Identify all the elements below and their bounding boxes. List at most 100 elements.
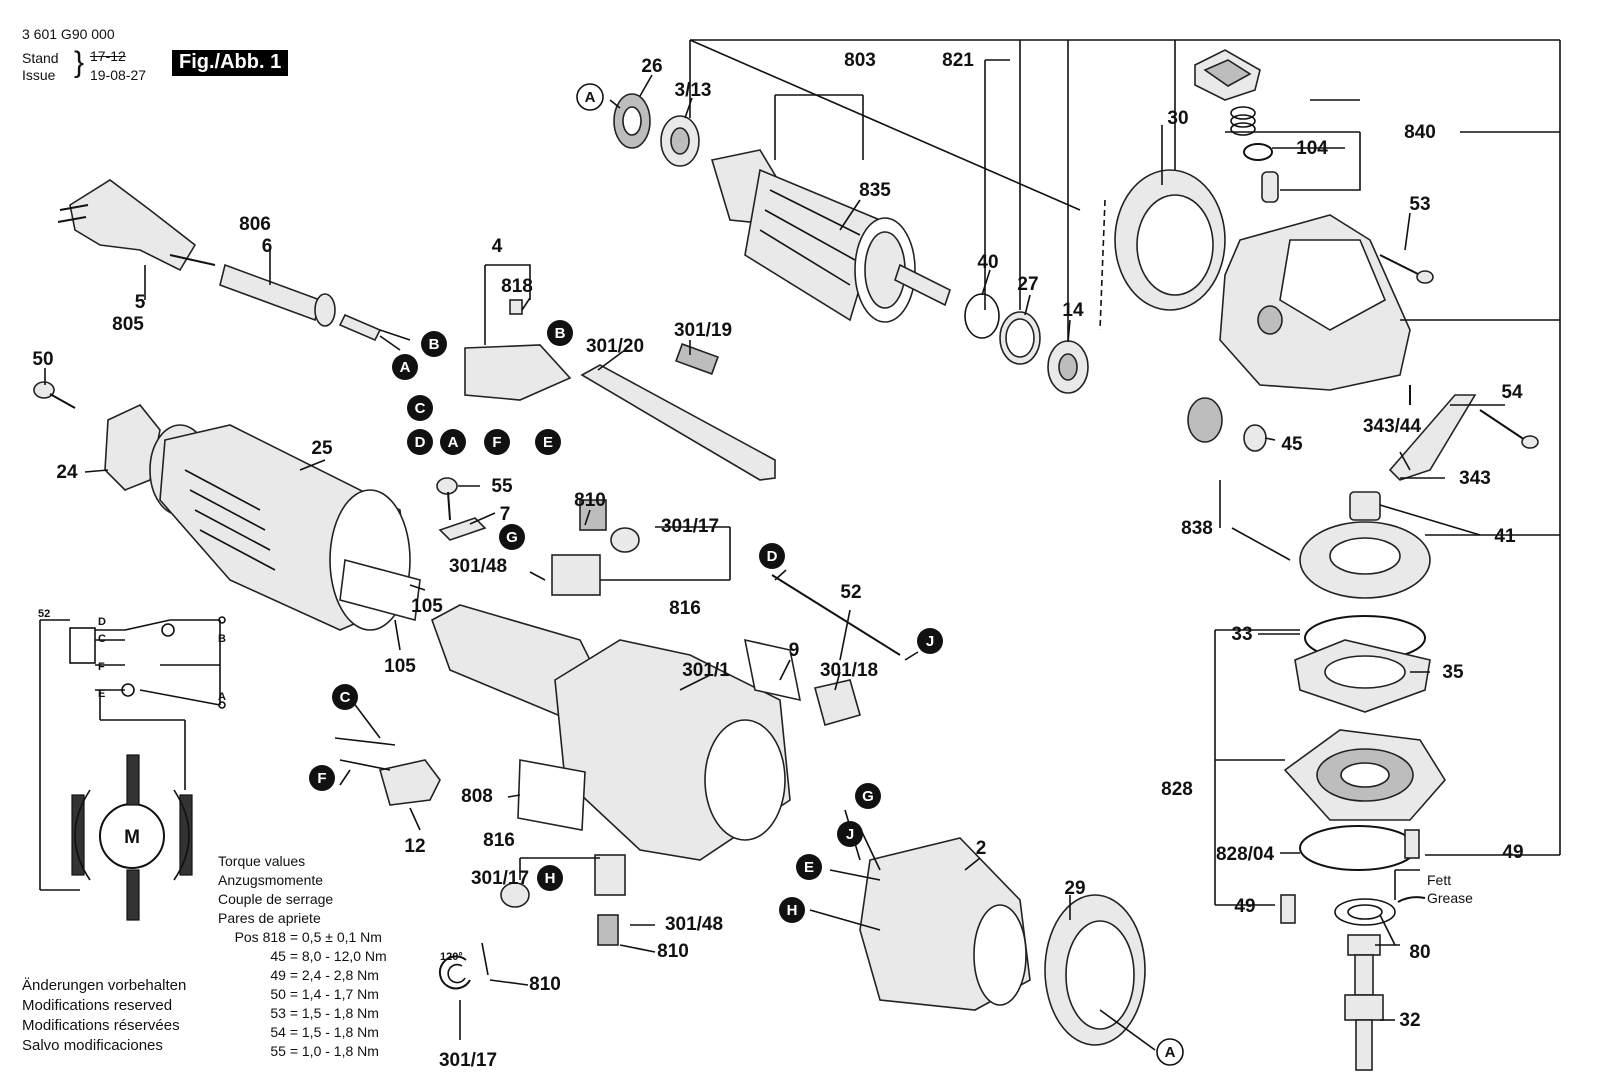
- torque-row: 54 = 1,5 - 1,8 Nm: [218, 1023, 387, 1042]
- bearing-3-13: [660, 115, 700, 167]
- torque-row: 45 = 8,0 - 12,0 Nm: [218, 947, 386, 966]
- label-301-19: 301/19: [674, 320, 732, 341]
- svg-text:C: C: [340, 689, 351, 706]
- label-9: [743, 638, 802, 702]
- modifications-note: Änderungen vorbehalten Modifications res…: [22, 976, 186, 1056]
- callout-a-1: A: [392, 354, 418, 380]
- callout-a-top: A: [576, 83, 604, 111]
- torque-row: 49 = 2,4 - 2,8 Nm: [218, 966, 387, 985]
- label-40: 40: [977, 252, 998, 273]
- label-343: 343: [1459, 468, 1491, 489]
- torque-values: Torque values Anzugsmomente Couple de se…: [218, 852, 387, 1061]
- label-301-17-a: 301/17: [661, 516, 719, 537]
- brush-holder-816: [551, 499, 640, 596]
- terminal-12: [334, 737, 441, 806]
- issue-label: Issue: [22, 67, 56, 83]
- torque-value: 1,4 - 1,7 Nm: [301, 986, 379, 1002]
- callout-b-1: B: [421, 331, 447, 357]
- label-14: 14: [1062, 300, 1084, 321]
- clip-7: [438, 517, 487, 541]
- screw-49-right: [1404, 829, 1420, 859]
- plate-35: [1294, 639, 1431, 713]
- label-301-17-c: 301/17: [439, 1050, 497, 1071]
- label-25: 25: [311, 438, 333, 459]
- callout-c-1: C: [407, 395, 433, 421]
- o-ring-828-04: [1299, 825, 1417, 871]
- torque-value: 0,5 ± 0,1 Nm: [301, 929, 382, 945]
- svg-text:F: F: [492, 434, 501, 451]
- svg-text:J: J: [926, 633, 934, 650]
- torque-key: 54 =: [270, 1024, 298, 1040]
- brush-holder-816-lower: [500, 854, 626, 946]
- label-818: 818: [501, 276, 533, 297]
- spring-301-19: [675, 343, 719, 375]
- svg-text:A: A: [400, 359, 411, 376]
- label-24: 24: [56, 462, 78, 483]
- bracket-840-49: [1219, 40, 1561, 856]
- label-49-b: 49: [1234, 896, 1255, 917]
- wiring-label-e: E: [98, 688, 105, 700]
- label-840: 840: [1404, 122, 1436, 143]
- svg-text:E: E: [804, 859, 814, 876]
- screw-50: [33, 381, 76, 409]
- angle-label: 120°: [440, 951, 463, 963]
- wiring-label-f: F: [98, 661, 105, 673]
- figure-title: Fig./Abb. 1: [172, 50, 289, 76]
- torque-row: 50 = 1,4 - 1,7 Nm: [218, 985, 387, 1004]
- callout-a-bottom: A: [1156, 1038, 1184, 1066]
- stand-label: Stand: [22, 50, 59, 66]
- torque-value: 1,0 - 1,8 Nm: [301, 1043, 379, 1059]
- label-803: 803: [844, 50, 876, 71]
- modifications-fr: Modifications réservées: [22, 1017, 180, 1034]
- svg-text:G: G: [506, 529, 518, 546]
- screw-53: [1379, 254, 1434, 284]
- label-104: 104: [1296, 138, 1328, 159]
- screw-54: [1479, 409, 1539, 449]
- bearing-41: [1349, 491, 1381, 521]
- callout-a-2: A: [440, 429, 466, 455]
- svg-text:B: B: [555, 325, 566, 342]
- lever-343: [1388, 394, 1477, 481]
- callout-h-2: H: [779, 897, 805, 923]
- guard-30: [1099, 169, 1226, 331]
- callout-g-1: G: [499, 524, 525, 550]
- svg-text:B: B: [429, 336, 440, 353]
- label-105: [339, 558, 421, 622]
- bracket-803: [689, 39, 1560, 211]
- label-816-a: 816: [669, 598, 701, 619]
- modifications-de: Änderungen vorbehalten: [22, 977, 187, 994]
- label-805: 805: [112, 314, 144, 335]
- circlip-40: [964, 293, 1000, 339]
- torque-title-4: Pares de apriete: [218, 910, 321, 926]
- cable-52: [771, 574, 901, 656]
- label-810-a: 810: [574, 490, 606, 511]
- bracket-4: [484, 264, 531, 345]
- label-105-b: 105: [384, 656, 416, 677]
- torque-row: 55 = 1,0 - 1,8 Nm: [218, 1042, 387, 1061]
- label-55: 55: [491, 476, 513, 497]
- wiring-schematic: [39, 616, 226, 891]
- torque-value: 1,5 - 1,8 Nm: [301, 1024, 379, 1040]
- screw-55: [436, 477, 458, 521]
- armature-835: [710, 149, 951, 323]
- label-9: 9: [789, 640, 800, 661]
- torque-title-3: Couple de serrage: [218, 891, 334, 907]
- issue-value: 19-08-27: [90, 67, 147, 83]
- torque-title-1: Torque values: [218, 853, 306, 869]
- torque-title-2: Anzugsmomente: [218, 872, 324, 888]
- part-labels: 26 3/13 803 821 30 840 104 835 53 806 6 …: [32, 50, 1523, 1071]
- spring-840: [1230, 106, 1256, 136]
- label-12: 12: [404, 836, 425, 857]
- wiring-label-b: B: [218, 633, 226, 645]
- label-2: 2: [976, 838, 987, 859]
- label-821: 821: [942, 50, 974, 71]
- torque-value: 2,4 - 2,8 Nm: [301, 967, 379, 983]
- cable-end: [338, 313, 411, 351]
- svg-text:C: C: [415, 400, 426, 417]
- label-810-c: 810: [529, 974, 561, 995]
- bevel-gear-838: [1299, 521, 1431, 599]
- motor-symbol: [71, 754, 193, 921]
- svg-text:D: D: [415, 434, 426, 451]
- washer-80: [1334, 898, 1396, 926]
